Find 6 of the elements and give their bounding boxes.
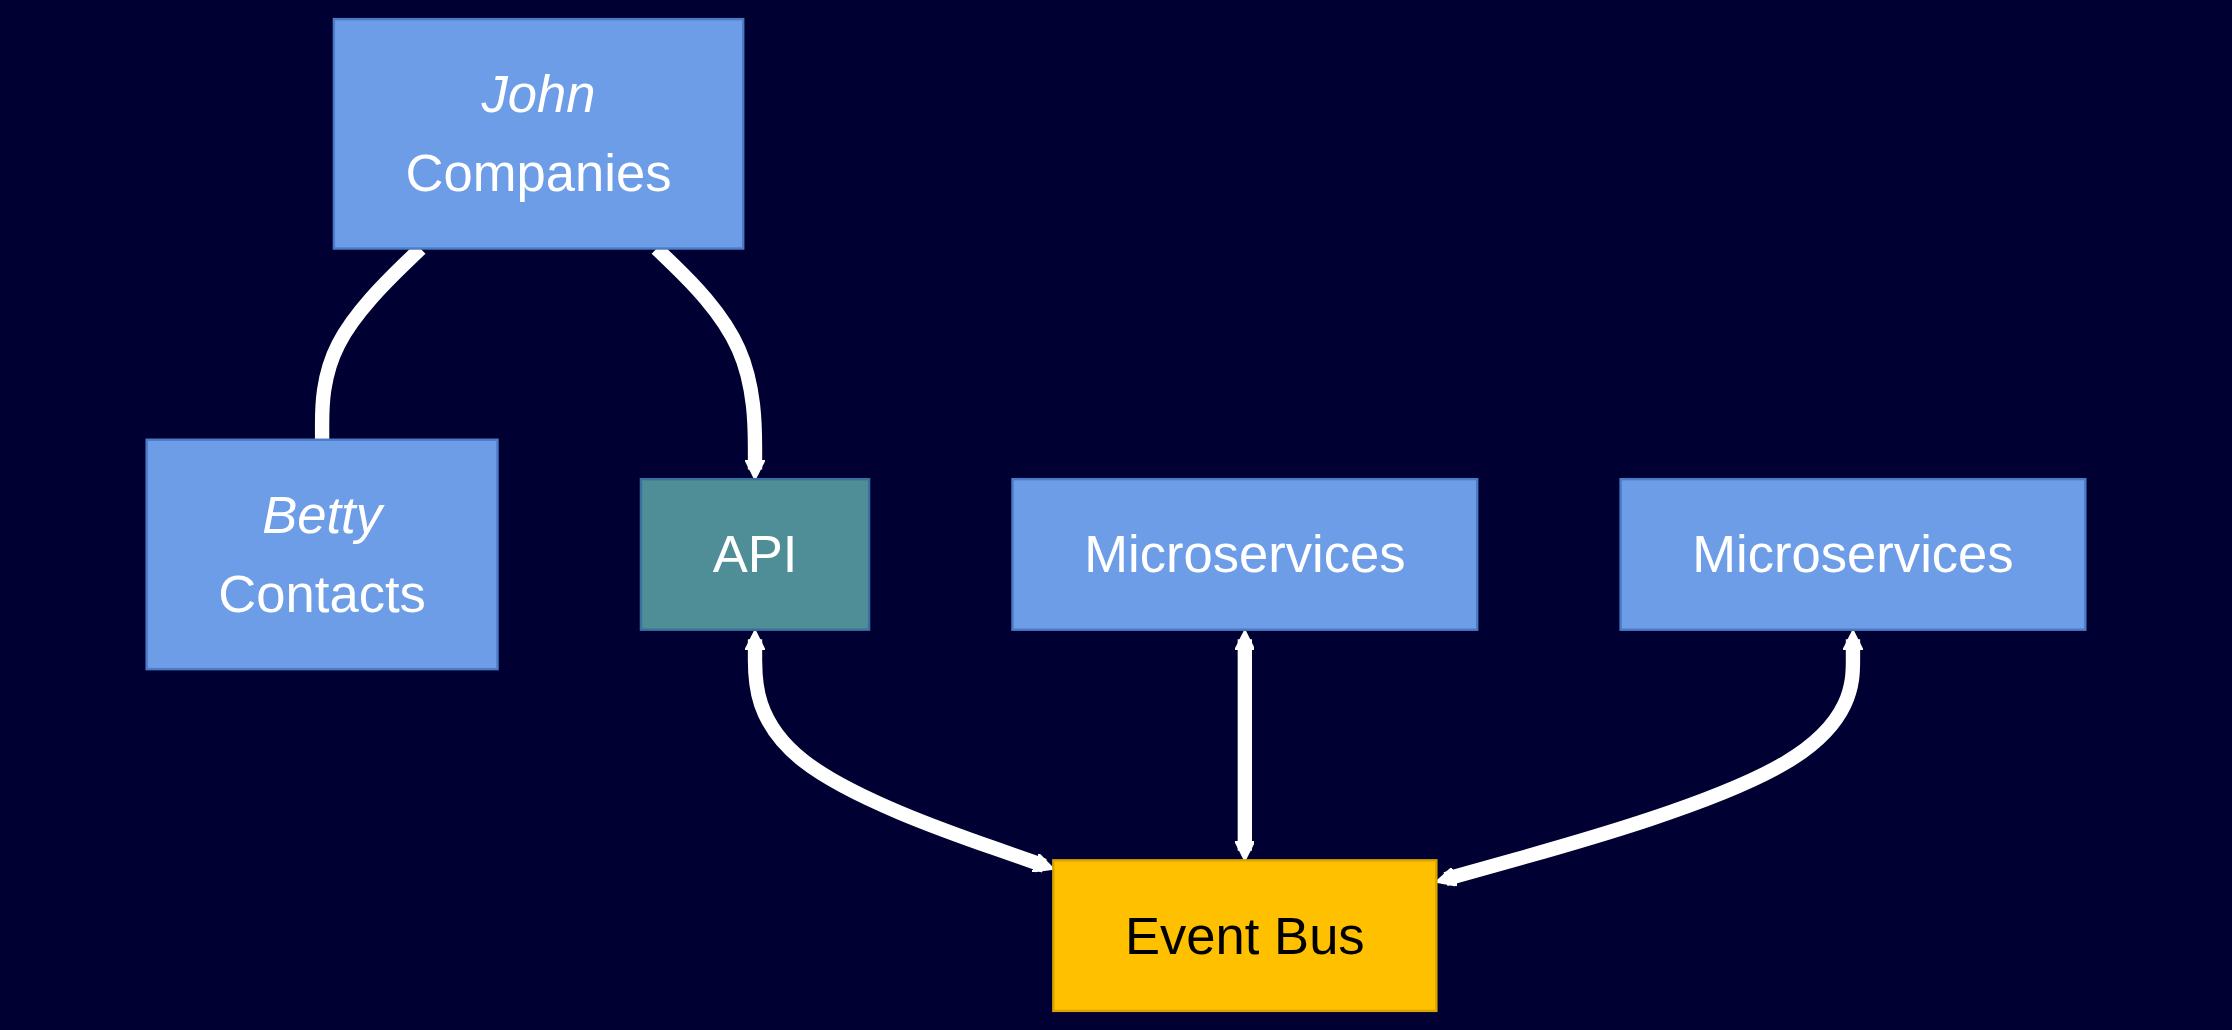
node-box: Betty Contacts — [145, 438, 499, 671]
node-box: John Companies — [332, 17, 745, 250]
node-box: Microservices — [1011, 477, 1479, 631]
node-box: API — [639, 477, 871, 631]
node-box: Event Bus — [1052, 859, 1438, 1013]
node-box: Microservices — [1619, 477, 2087, 631]
